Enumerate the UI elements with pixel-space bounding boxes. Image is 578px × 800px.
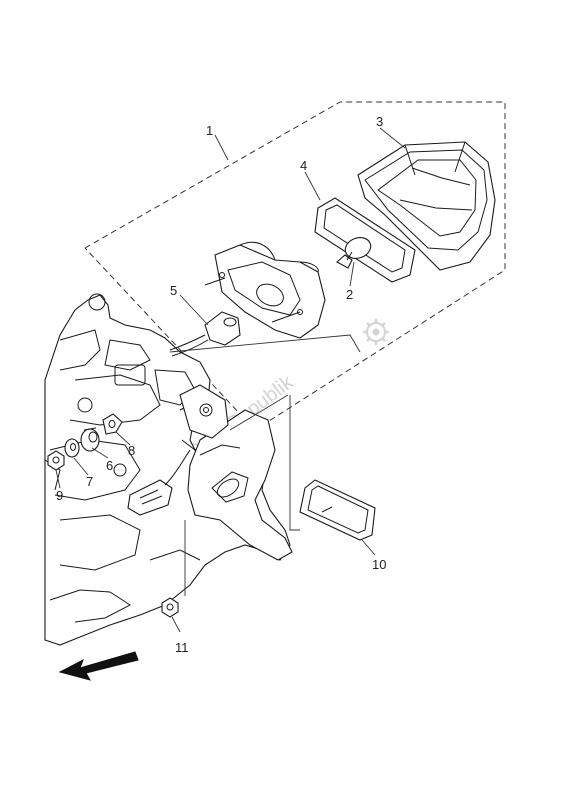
mounting-bracket (179, 384, 229, 439)
assembly-boundary (84, 101, 506, 431)
taillight-lens (357, 141, 496, 271)
callout-9: 9 (56, 488, 63, 503)
taillight-base (204, 241, 326, 339)
callout-10: 10 (372, 557, 386, 572)
callout-7: 7 (86, 474, 93, 489)
bulb-socket-cord (169, 311, 241, 357)
callout-3: 3 (376, 114, 383, 129)
watermark-seal-icon (363, 319, 389, 345)
leader-lines (55, 127, 406, 633)
callout-4: 4 (300, 158, 307, 173)
rear-reflector (299, 479, 376, 541)
callout-5: 5 (170, 283, 177, 298)
callout-6: 6 (106, 458, 113, 473)
taillight-bulb (336, 237, 372, 269)
washer (64, 438, 80, 458)
arrow-front-left-icon (58, 651, 139, 681)
callout-8: 8 (128, 443, 135, 458)
callout-11: 11 (175, 640, 189, 655)
nut-11 (161, 597, 179, 618)
callout-1: 1 (206, 123, 213, 138)
callout-2: 2 (346, 287, 353, 302)
nut-9 (47, 450, 65, 471)
collar (102, 413, 123, 435)
rear-fender (187, 409, 293, 561)
rubber-grommet (80, 427, 100, 452)
wire-connector (127, 449, 191, 516)
